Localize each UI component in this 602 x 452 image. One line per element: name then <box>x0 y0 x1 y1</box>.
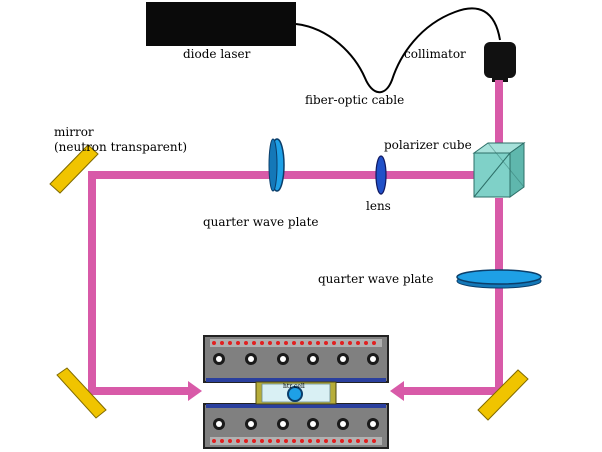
cell-holder: htr cell <box>255 381 337 405</box>
beam-arrow-left <box>390 381 404 401</box>
lens <box>375 155 387 195</box>
fiber-optic-cable <box>295 7 501 94</box>
mirror-top-left <box>49 144 99 194</box>
lens-label: lens <box>366 199 391 213</box>
laser-beam <box>88 80 503 401</box>
coil-windings-bottom <box>213 418 379 430</box>
coil-dots-top <box>212 341 376 345</box>
diode-laser-box <box>146 2 296 46</box>
coil-windings-top <box>213 353 379 365</box>
fiber-optic-cable-label: fiber-optic cable <box>305 93 404 107</box>
coil-dots-bottom <box>212 439 376 443</box>
coil-assembly-top <box>203 335 389 383</box>
beam-bottom-left <box>88 387 188 395</box>
quarter-wave-plate-top <box>268 138 285 192</box>
quarter-wave-plate-top-label: quarter wave plate <box>203 215 319 229</box>
mirror-label: mirror <box>54 125 94 139</box>
coil-assembly-bottom <box>203 403 389 449</box>
beam-cube-down <box>495 198 503 388</box>
htr-cell <box>287 386 303 402</box>
polarizer-cube-label: polarizer cube <box>384 138 472 152</box>
beam-bottom-right <box>404 387 503 395</box>
beam-arrow-right <box>188 381 202 401</box>
quarter-wave-plate-right-label: quarter wave plate <box>318 272 434 286</box>
collimator-stem <box>492 76 508 82</box>
beam-top-horizontal <box>88 171 486 179</box>
mirror-bottom-left <box>56 367 107 419</box>
quarter-wave-plate-right <box>456 269 542 289</box>
collimator-body <box>484 42 516 78</box>
mirror-bottom-right <box>477 369 529 421</box>
mirror-label-sub: (neutron transparent) <box>54 140 187 154</box>
polarizer-cube <box>472 142 526 198</box>
beam-left-vertical <box>88 171 96 393</box>
collimator-label: collimator <box>404 47 466 61</box>
htr-cell-label: htr cell <box>283 383 305 390</box>
diode-laser-label: diode laser <box>183 47 251 61</box>
beam-collimator-down <box>495 80 503 150</box>
